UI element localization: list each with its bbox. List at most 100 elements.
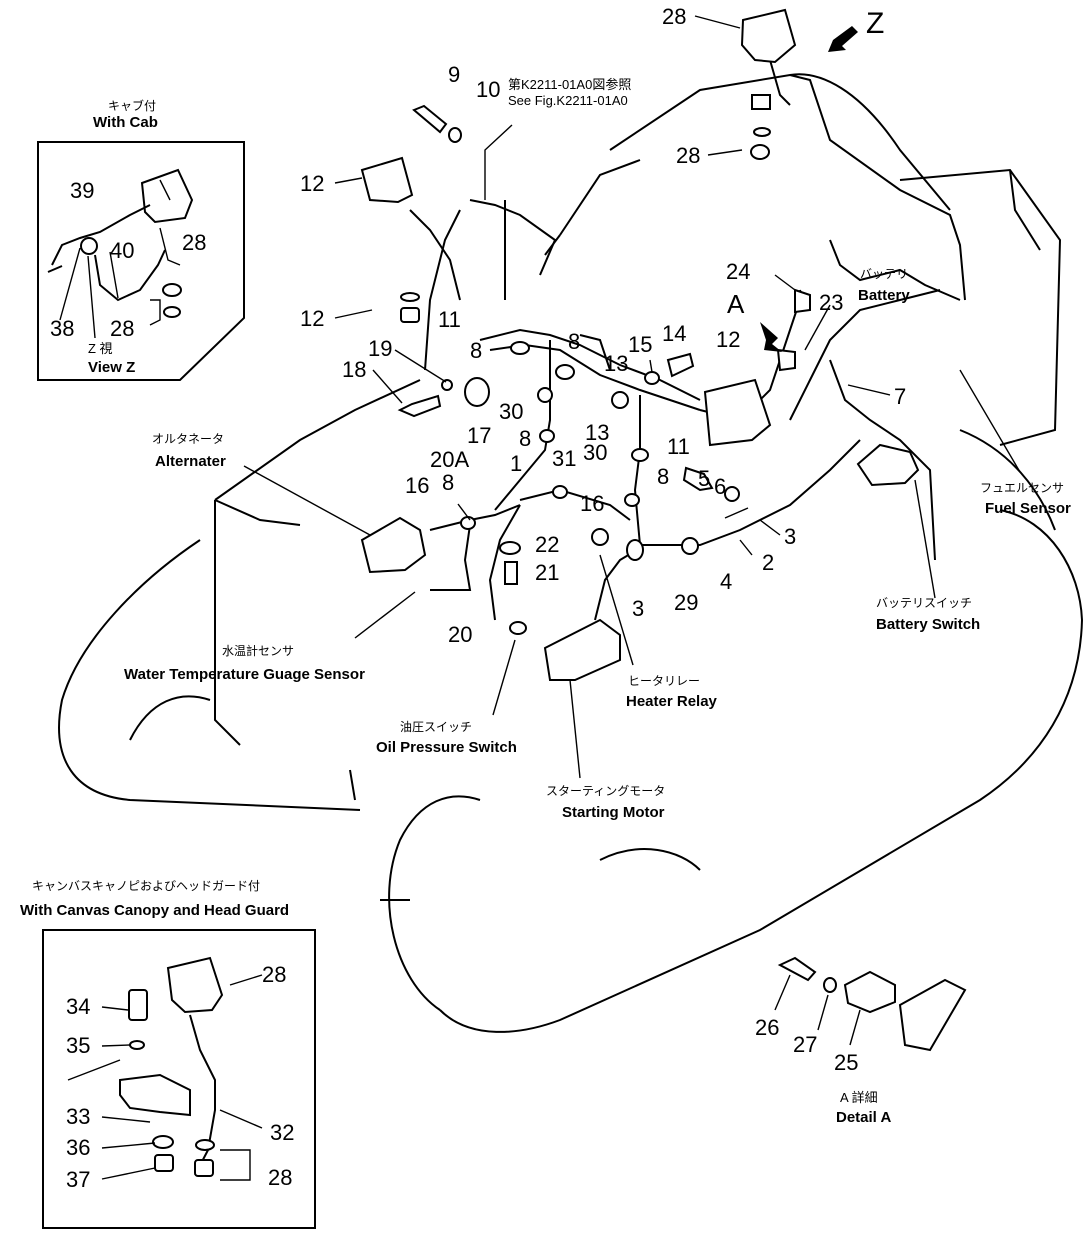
detail-a-callout-26: 26 bbox=[755, 1015, 779, 1040]
callout-21: 21 bbox=[535, 560, 559, 585]
callout-9: 9 bbox=[448, 62, 460, 87]
callout-8-e: 8 bbox=[657, 464, 669, 489]
callout-2: 2 bbox=[762, 550, 774, 575]
inset-cab-callout-38: 38 bbox=[50, 316, 74, 341]
callout-1: 1 bbox=[510, 451, 522, 476]
callout-8-c: 8 bbox=[519, 426, 531, 451]
alternator bbox=[360, 516, 427, 574]
callout-11-a: 11 bbox=[438, 307, 461, 332]
callout-3-b: 3 bbox=[632, 596, 644, 621]
alternator-label-jp: オルタネータ bbox=[152, 432, 224, 446]
callout-31: 31 bbox=[552, 446, 576, 471]
inset-canopy-callout-34: 34 bbox=[66, 994, 90, 1019]
a-arrow-icon bbox=[760, 322, 782, 352]
bolt-5 bbox=[682, 466, 714, 492]
inset-cab-title: With Cab bbox=[93, 114, 158, 131]
machine-outline bbox=[58, 73, 1084, 1033]
oil-pressure-label: Oil Pressure Switch bbox=[376, 739, 517, 756]
fuel-sensor-label-jp: フュエルセンサ bbox=[980, 481, 1064, 495]
inset-cab-callout-40: 40 bbox=[110, 238, 134, 263]
inset-canopy-callout-33: 33 bbox=[66, 1104, 90, 1129]
battery-label: Battery bbox=[858, 287, 910, 304]
callouts: 28 Z 28 9 10 12 12 12 11 11 8 8 8 8 8 19… bbox=[300, 4, 906, 647]
oil-pressure-label-jp: 油圧スイッチ bbox=[400, 720, 472, 734]
callout-17: 17 bbox=[467, 423, 491, 448]
callout-23: 23 bbox=[819, 290, 843, 315]
callout-7: 7 bbox=[894, 384, 906, 409]
water-temp-label: Water Temperature Guage Sensor bbox=[124, 666, 365, 683]
inset-cab-callout-39: 39 bbox=[70, 178, 94, 203]
reference-jp: 第K2211-01A0図参照 bbox=[508, 77, 631, 92]
callout-20a: 20A bbox=[430, 447, 469, 472]
detail-a-title-jp: A 詳細 bbox=[840, 1090, 878, 1105]
inset-cab-title-jp: キャブ付 bbox=[108, 98, 156, 113]
starting-motor bbox=[543, 618, 621, 681]
callout-5: 5 bbox=[698, 466, 710, 491]
callout-30-b: 30 bbox=[583, 440, 607, 465]
callout-16-b: 16 bbox=[580, 491, 604, 516]
detail-a-title: Detail A bbox=[836, 1109, 891, 1126]
z-arrow-icon bbox=[828, 26, 858, 52]
inset-canopy-callout-37: 37 bbox=[66, 1167, 90, 1192]
callout-12-a: 12 bbox=[300, 171, 324, 196]
lamp-12-right bbox=[703, 378, 772, 447]
inset-cab-callout-28-b: 28 bbox=[110, 316, 134, 341]
callout-22: 22 bbox=[535, 532, 559, 557]
bolt-9 bbox=[412, 104, 448, 134]
callout-15: 15 bbox=[628, 332, 652, 357]
callout-28-top2: 28 bbox=[676, 143, 700, 168]
inset-cab-view-jp: Z 視 bbox=[88, 341, 113, 356]
callout-8-d: 8 bbox=[442, 470, 454, 495]
inset-canopy-callout-28-b: 28 bbox=[268, 1165, 292, 1190]
callout-18: 18 bbox=[342, 357, 366, 382]
battery-switch-label: Battery Switch bbox=[876, 616, 980, 633]
fuel-sensor-label: Fuel Sensor bbox=[985, 500, 1071, 517]
inset-canopy-title-jp: キャンバスキャノピおよびヘッドガード付 bbox=[32, 879, 260, 893]
callout-20: 20 bbox=[448, 622, 472, 647]
inset-with-cab: キャブ付 With Cab 39 40 28 28 38 Z 視 View Z bbox=[37, 98, 245, 381]
leader-lines bbox=[243, 15, 1021, 779]
water-temp-label-jp: 水温計センサ bbox=[222, 643, 294, 658]
detail-a-callout-25: 25 bbox=[834, 1050, 858, 1075]
battery-label-jp: バッテリ bbox=[860, 267, 908, 281]
starting-motor-label: Starting Motor bbox=[562, 804, 665, 821]
inset-canopy-callout-28-a: 28 bbox=[262, 962, 286, 987]
callout-19: 19 bbox=[368, 336, 392, 361]
inset-canopy-callout-36: 36 bbox=[66, 1135, 90, 1160]
callout-10: 10 bbox=[476, 77, 500, 102]
inset-cab-callout-28-a: 28 bbox=[182, 230, 206, 255]
callout-11-b: 11 bbox=[667, 434, 690, 459]
detail-a: 26 27 25 A 詳細 Detail A bbox=[755, 956, 967, 1126]
heater-relay-label-jp: ヒータリレー bbox=[628, 674, 700, 688]
callout-13-a: 13 bbox=[604, 351, 628, 376]
component-labels: バッテリ Battery フュエルセンサ Fuel Sensor オルタネータ … bbox=[124, 267, 1071, 821]
parts bbox=[360, 8, 920, 681]
callout-16-a: 16 bbox=[405, 473, 429, 498]
callout-12-c: 12 bbox=[716, 327, 740, 352]
callout-z: Z bbox=[866, 7, 884, 40]
callout-28-top: 28 bbox=[662, 4, 686, 29]
starting-motor-label-jp: スターティングモータ bbox=[546, 784, 665, 798]
fuel-sensor bbox=[856, 443, 920, 487]
bolt-18 bbox=[397, 394, 442, 418]
heater-relay-label: Heater Relay bbox=[626, 693, 718, 710]
callout-8-b: 8 bbox=[568, 329, 580, 354]
inset-with-canopy: キャンバスキャノピおよびヘッドガード付 With Canvas Canopy a… bbox=[20, 879, 316, 1229]
callout-29: 29 bbox=[674, 590, 698, 615]
inset-canopy-callout-35: 35 bbox=[66, 1033, 90, 1058]
lamp-12-left bbox=[360, 156, 414, 204]
callout-6: 6 bbox=[714, 474, 726, 499]
callout-30-a: 30 bbox=[499, 399, 523, 424]
callout-13-b: 13 bbox=[585, 420, 609, 445]
inset-cab-view: View Z bbox=[88, 359, 135, 376]
callout-14: 14 bbox=[662, 321, 686, 346]
lamp-28-top bbox=[740, 8, 797, 64]
alternator-label: Alternater bbox=[155, 453, 226, 470]
callout-4: 4 bbox=[720, 569, 732, 594]
callout-a: A bbox=[727, 289, 745, 319]
callout-12-b: 12 bbox=[300, 306, 324, 331]
callout-8-a: 8 bbox=[470, 338, 482, 363]
bolt-14 bbox=[666, 352, 695, 378]
battery-switch-label-jp: バッテリスイッチ bbox=[876, 596, 972, 610]
